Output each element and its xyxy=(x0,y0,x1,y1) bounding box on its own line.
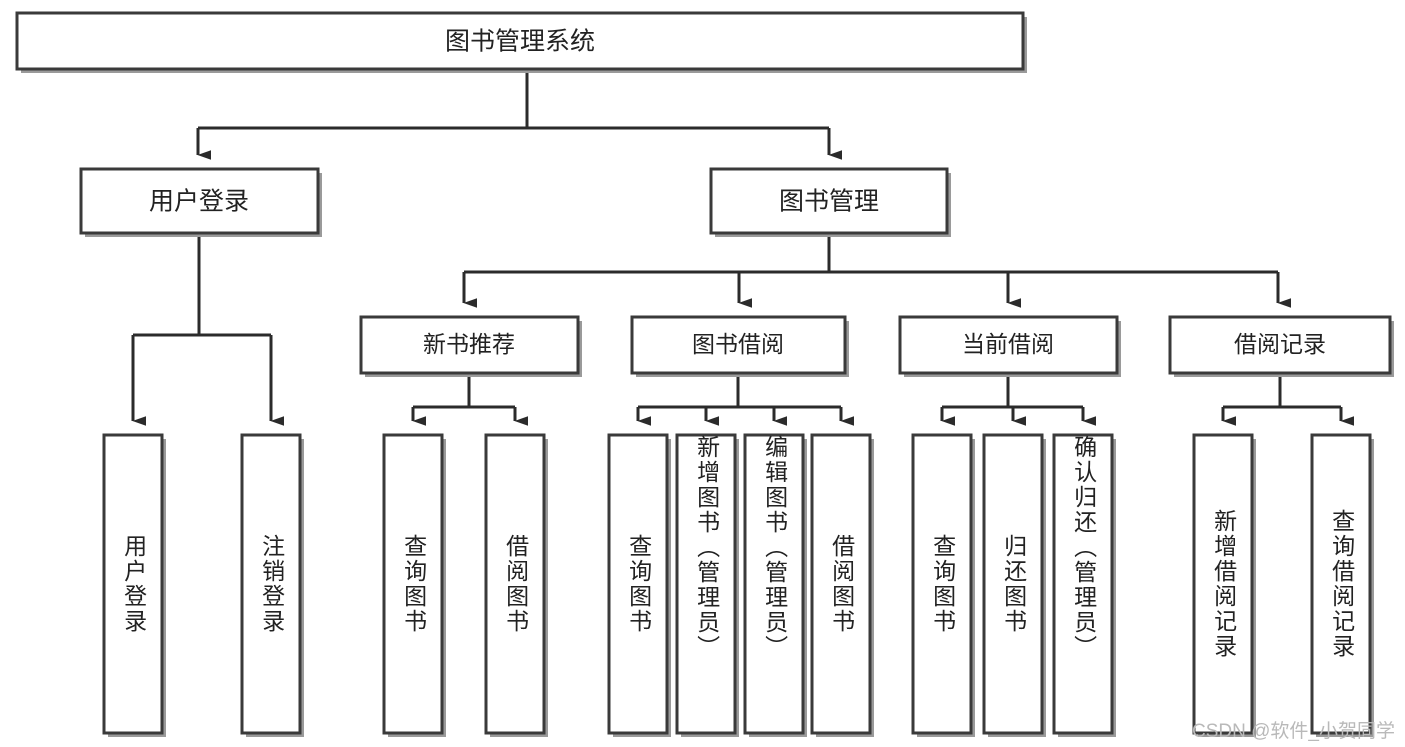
node-new-book-recommend[interactable]: 新书推荐 xyxy=(359,315,582,377)
node-current-borrow[interactable]: 当前借阅 xyxy=(898,315,1121,377)
edge-borrow-to-leaves xyxy=(636,373,854,426)
edge-root-to-level1 xyxy=(196,69,842,160)
node-borrow-records[interactable]: 借阅记录 xyxy=(1168,315,1394,377)
edge-login-to-leaves xyxy=(131,233,284,426)
leaf-node-borrow-edit[interactable] xyxy=(743,433,807,737)
node-book-management[interactable]: 图书管理 xyxy=(709,167,951,237)
leaf-node-current-return[interactable] xyxy=(982,433,1046,737)
edge-bookmgmt-to-level2 xyxy=(462,233,1291,308)
leaf-node-user-login[interactable] xyxy=(102,433,166,737)
leaf-node-record-add[interactable] xyxy=(1192,433,1256,737)
leaf-node-newbook-borrow[interactable] xyxy=(484,433,548,737)
leaf-node-borrow-lend[interactable] xyxy=(810,433,874,737)
node-user-login[interactable]: 用户登录 xyxy=(79,167,322,237)
leaf-node-borrow-query[interactable] xyxy=(607,433,671,737)
node-current-borrow-label: 当前借阅 xyxy=(962,331,1054,357)
edge-newbook-to-leaves xyxy=(411,373,528,426)
node-root-label: 图书管理系统 xyxy=(445,28,595,56)
edge-current-to-leaves xyxy=(940,373,1096,426)
leaf-node-record-query[interactable] xyxy=(1310,433,1374,737)
node-user-login-label: 用户登录 xyxy=(149,188,249,216)
leaf-node-current-query[interactable] xyxy=(911,433,975,737)
edge-records-to-leaves xyxy=(1221,373,1354,426)
leaf-node-newbook-query[interactable] xyxy=(382,433,446,737)
node-new-book-recommend-label: 新书推荐 xyxy=(423,331,515,357)
node-root[interactable]: 图书管理系统 xyxy=(15,11,1027,73)
leaf-node-borrow-add[interactable] xyxy=(675,433,739,737)
node-book-management-label: 图书管理 xyxy=(779,188,879,216)
leaf-node-user-logout[interactable] xyxy=(240,433,304,737)
leaf-node-current-confirm[interactable] xyxy=(1052,433,1116,737)
node-book-borrow[interactable]: 图书借阅 xyxy=(630,315,849,377)
node-borrow-records-label: 借阅记录 xyxy=(1234,331,1326,357)
node-book-borrow-label: 图书借阅 xyxy=(692,331,784,357)
